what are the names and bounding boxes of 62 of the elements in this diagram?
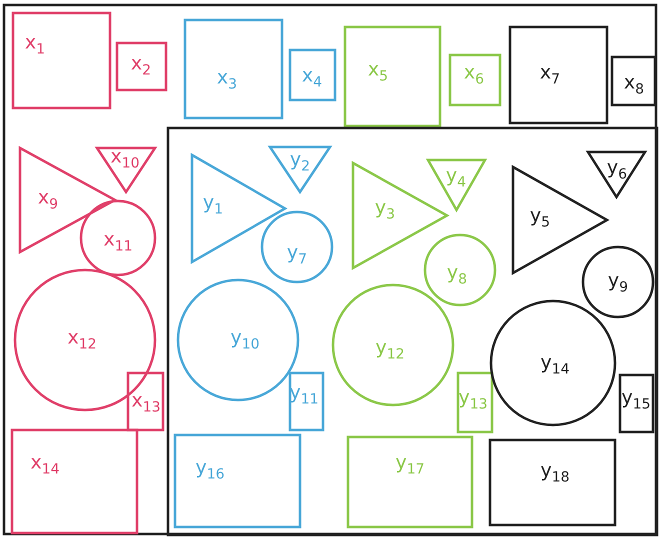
square-shape [175,435,300,527]
square-shape [612,57,655,105]
shape-label: x$_{2}$ [130,54,152,78]
circle-shape [491,301,615,425]
triangle-shape [353,163,447,268]
square-shape [185,20,282,118]
shape-label: x$_{7}$ [540,64,560,86]
shape-label: y$_{12}$ [375,338,405,362]
inverted-triangle-shape [270,147,330,192]
shape-label: x$_{14}$ [30,454,60,476]
shape-label: y$_{18}$ [540,462,570,484]
shape-label: x$_{1}$ [24,34,46,56]
shape-label: x$_{12}$ [67,328,97,352]
shape-label: y$_{1}$ [202,194,224,216]
shape-label: x$_{13}$ [131,392,161,414]
shape-label: y$_{8}$ [446,264,468,286]
shape-label: y$_{7}$ [286,244,308,266]
square-shape [450,55,500,105]
shape-label: y$_{17}$ [395,454,425,476]
shape-label: x$_{10}$ [110,148,140,170]
square-shape [348,437,472,527]
square-shape [128,373,163,430]
square-shape [458,373,492,432]
shape-label: x$_{8}$ [624,74,644,96]
circle-shape [81,201,155,275]
square-shape [290,50,335,100]
square-shape [620,375,653,432]
shape-label: y$_{9}$ [608,272,628,294]
inverted-triangle-shape [97,148,155,192]
inverted-triangle-shape [588,152,645,197]
square-shape [117,43,166,90]
shape-label: y$_{13}$ [458,388,488,412]
shape-label: x$_{6}$ [464,64,484,86]
shape-label: y$_{11}$ [289,384,319,406]
square-shape [345,27,440,126]
shape-label: y$_{2}$ [290,150,310,174]
shape-label: y$_{15}$ [621,388,651,412]
shape-label: y$_{14}$ [540,354,570,376]
square-shape [510,27,607,123]
circle-shape [262,212,332,282]
square-shape [490,440,615,525]
triangle-shape [192,155,285,262]
inverted-triangle-shape [428,160,485,210]
region-frame [168,128,657,535]
circle-shape [425,235,495,305]
shape-label: y$_{10}$ [230,328,260,352]
shape-label: x$_{3}$ [216,68,238,92]
square-shape [12,430,137,533]
shape-label: y$_{6}$ [606,158,628,182]
shape-label: x$_{4}$ [302,66,322,90]
square-shape [290,373,323,430]
shape-label: y$_{4}$ [446,166,466,190]
shape-label: x$_{9}$ [38,188,58,212]
square-shape [13,13,110,108]
circle-shape [333,285,453,405]
triangle-shape [513,167,607,273]
circle-shape [583,247,653,317]
shape-label: y$_{16}$ [195,458,225,482]
shape-label: y$_{5}$ [530,206,550,230]
shape-label: y$_{3}$ [374,198,396,222]
shape-label: x$_{5}$ [368,60,388,84]
shape-label: x$_{11}$ [103,230,133,254]
